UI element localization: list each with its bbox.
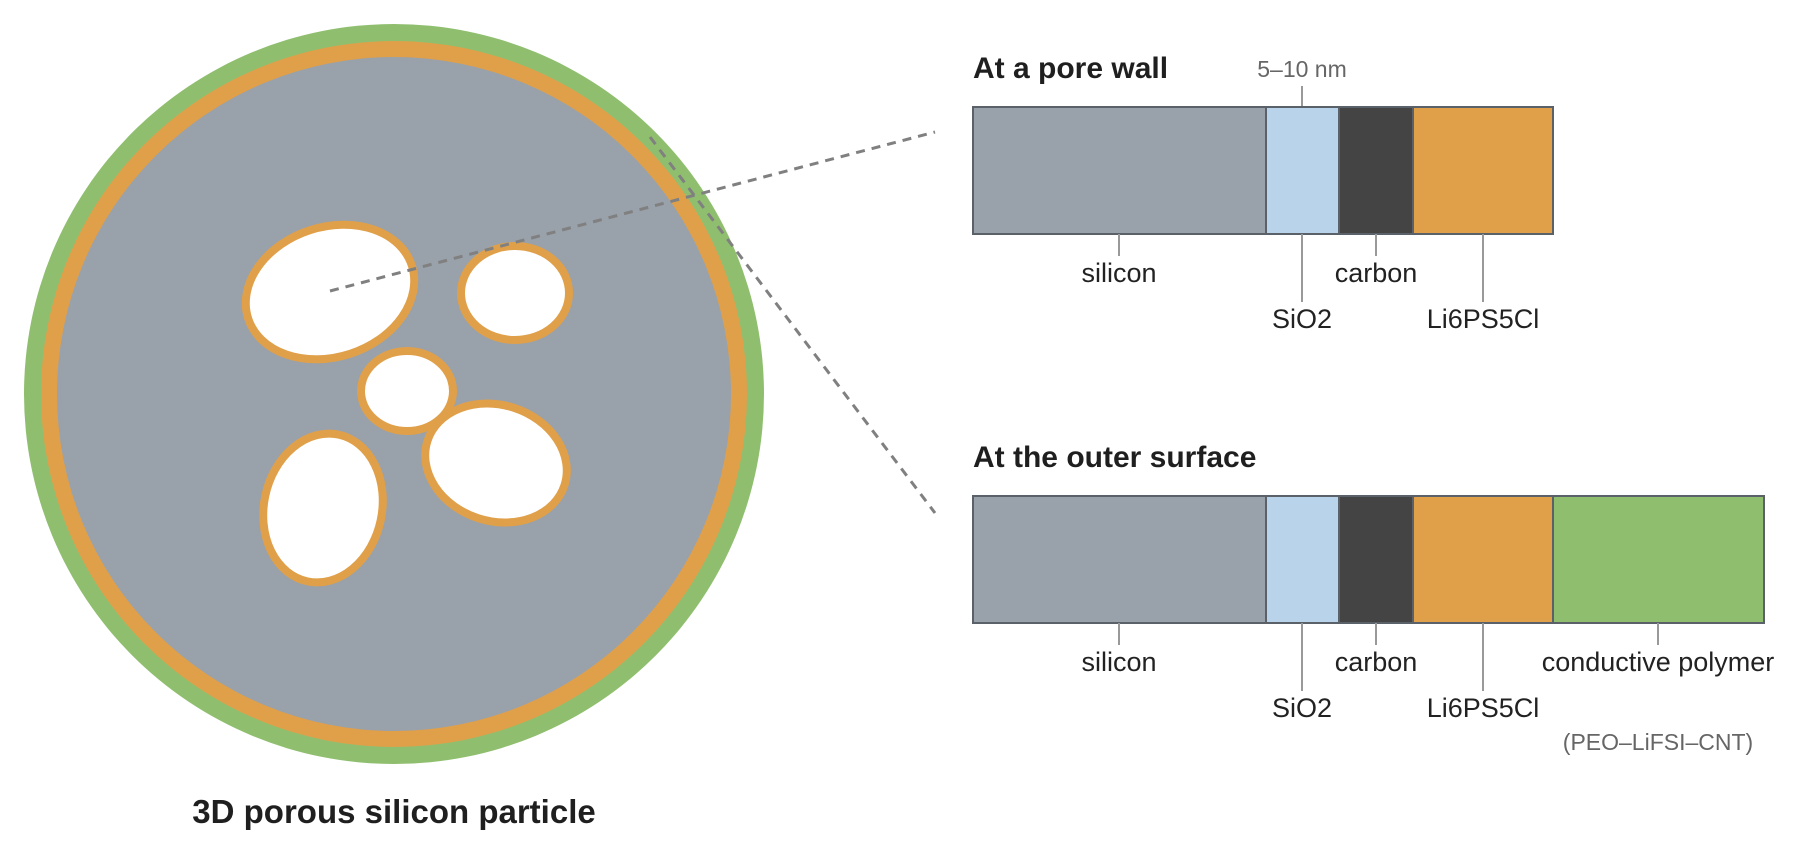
layer-silicon: [972, 106, 1267, 235]
polymer-composition-note: (PEO–LiFSI–CNT): [1563, 729, 1753, 755]
pore: [259, 429, 387, 587]
layer-sio2: [1265, 106, 1340, 235]
label-silicon: silicon: [1081, 258, 1156, 288]
pore: [457, 242, 573, 344]
particle-title: 3D porous silicon particle: [192, 793, 595, 830]
label-carbon: carbon: [1335, 258, 1418, 288]
layer-carbon: [1338, 495, 1414, 624]
pore: [241, 220, 419, 364]
label-li6ps5cl: Li6PS5Cl: [1427, 304, 1540, 334]
label-sio2: SiO2: [1272, 693, 1332, 723]
pore: [421, 399, 571, 527]
pore-wall-panel: At a pore wall 5–10 nm silicon SiO2 carb…: [972, 52, 1554, 334]
layer-conductive-polymer: [1552, 495, 1765, 624]
pore-wall-title: At a pore wall: [973, 52, 1168, 85]
label-sio2: SiO2: [1272, 304, 1332, 334]
label-carbon: carbon: [1335, 647, 1418, 677]
layer-sio2: [1265, 495, 1340, 624]
layer-carbon: [1338, 106, 1414, 235]
label-conductive-polymer: conductive polymer: [1542, 647, 1775, 677]
thickness-label: 5–10 nm: [1257, 56, 1347, 82]
layer-silicon: [972, 495, 1267, 624]
outer-surface-panel: At the outer surface silicon SiO2 carbon…: [972, 441, 1775, 755]
label-silicon: silicon: [1081, 647, 1156, 677]
porous-silicon-particle: 3D porous silicon particle: [24, 24, 764, 830]
layer-li6ps5cl: [1412, 495, 1554, 624]
outer-surface-title: At the outer surface: [973, 441, 1256, 474]
pore: [357, 347, 457, 435]
layer-li6ps5cl: [1412, 106, 1554, 235]
label-li6ps5cl: Li6PS5Cl: [1427, 693, 1540, 723]
zoom-line-pore-wall: [329, 130, 936, 293]
